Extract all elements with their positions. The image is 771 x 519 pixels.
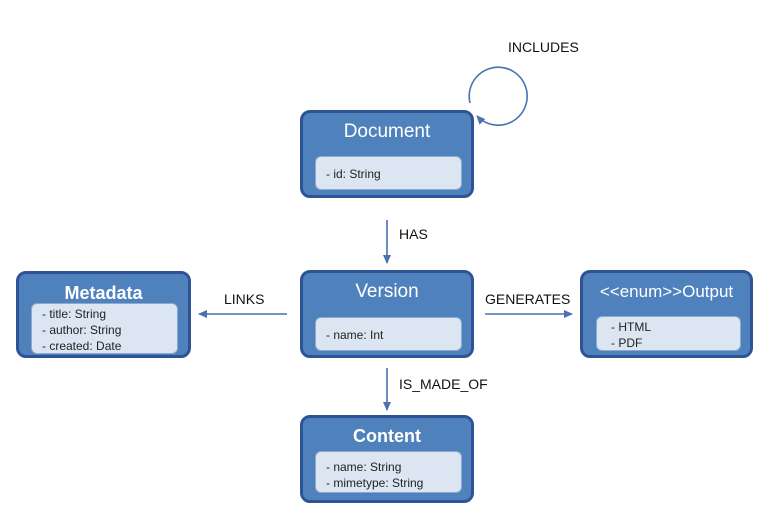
output-field-html: - HTML bbox=[611, 320, 651, 334]
version-field-name: - name: Int bbox=[326, 328, 384, 342]
content-field-name: - name: String bbox=[326, 460, 402, 474]
output-title: <<enum>>Output bbox=[599, 282, 734, 301]
has-label: HAS bbox=[399, 226, 428, 242]
links-label: LINKS bbox=[224, 291, 265, 307]
metadata-field-author: - author: String bbox=[42, 323, 122, 337]
generates-label: GENERATES bbox=[485, 291, 571, 307]
document-title: Document bbox=[343, 121, 431, 142]
output-field-pdf: - PDF bbox=[611, 336, 643, 350]
content-title: Content bbox=[353, 426, 421, 446]
version-title: Version bbox=[355, 281, 419, 302]
content-node: Content - name: String - mimetype: Strin… bbox=[300, 415, 474, 503]
document-node: Document - id: String bbox=[300, 110, 474, 198]
metadata-fields: - title: String - author: String - creat… bbox=[31, 303, 178, 354]
metadata-field-created: - created: Date bbox=[42, 339, 122, 353]
includes-label: INCLUDES bbox=[508, 39, 579, 55]
metadata-field-title: - title: String bbox=[42, 307, 107, 321]
version-fields: - name: Int bbox=[315, 317, 462, 351]
includes-self-loop-arrow bbox=[468, 66, 528, 126]
version-node: Version - name: Int bbox=[300, 270, 474, 358]
content-fields: - name: String - mimetype: String bbox=[315, 451, 462, 493]
is-made-of-label: IS_MADE_OF bbox=[399, 376, 488, 392]
metadata-title: Metadata bbox=[64, 283, 143, 303]
content-field-mimetype: - mimetype: String bbox=[326, 476, 424, 490]
output-node: <<enum>>Output - HTML - PDF bbox=[580, 270, 753, 358]
document-fields: - id: String bbox=[315, 156, 462, 190]
metadata-node: Metadata - title: String - author: Strin… bbox=[16, 271, 191, 358]
document-field-id: - id: String bbox=[326, 167, 381, 181]
output-fields: - HTML - PDF bbox=[596, 316, 741, 351]
